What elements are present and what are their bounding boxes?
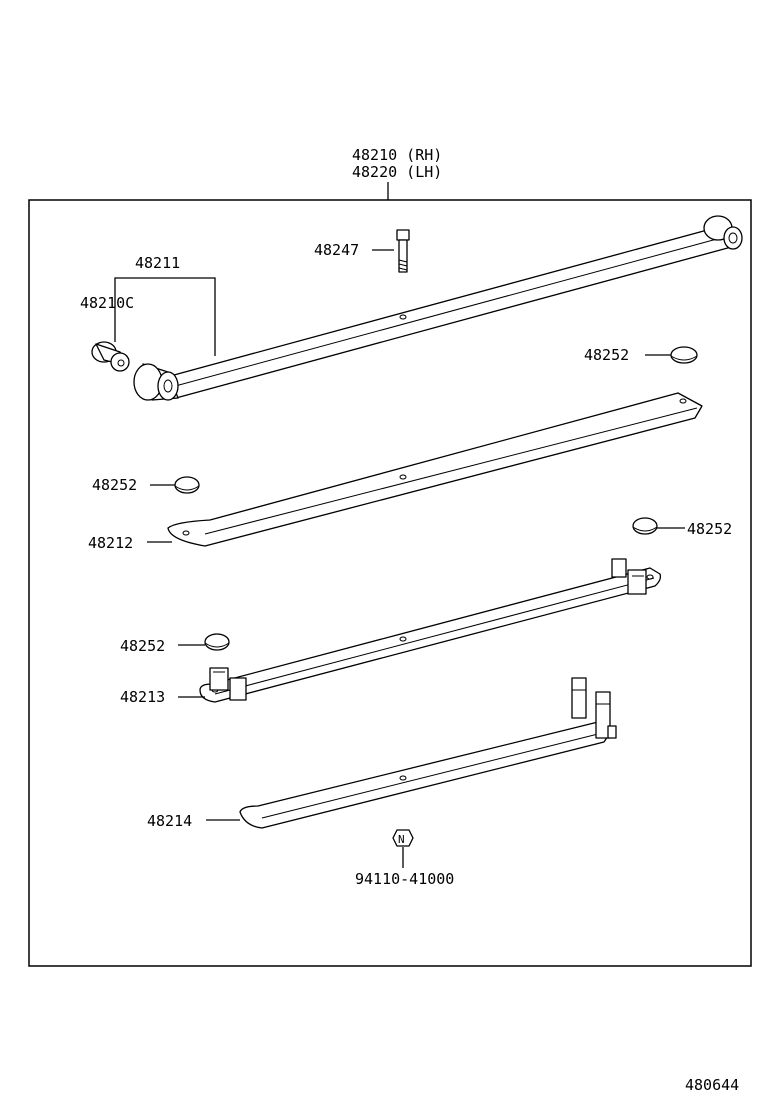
main-leaf-48211 <box>162 215 743 399</box>
left-eye-bushing <box>133 363 179 401</box>
insert-pad-48252-a <box>670 346 698 364</box>
diagram-frame <box>28 199 752 967</box>
leaf-48212 <box>167 392 703 547</box>
label-94110-41000: 94110-41000 <box>355 870 454 888</box>
label-48252-a: 48252 <box>584 346 629 364</box>
label-48252-d: 48252 <box>120 637 165 655</box>
leaf-48213 <box>199 558 662 703</box>
bushing-48210c <box>91 341 130 372</box>
n-mark: N <box>398 833 405 846</box>
label-48247: 48247 <box>314 241 359 259</box>
nut-94110-41000: N <box>392 829 414 847</box>
insert-pad-48252-d <box>204 633 230 651</box>
insert-pad-48252-c <box>632 517 658 535</box>
insert-pad-48252-b <box>174 476 200 494</box>
label-48252-b: 48252 <box>92 476 137 494</box>
center-bolt-48247 <box>396 229 410 273</box>
label-48210-rh: 48210 (RH) <box>352 146 442 164</box>
label-48252-c: 48252 <box>687 520 732 538</box>
label-48212: 48212 <box>88 534 133 552</box>
figure-code: 480644 <box>685 1076 739 1094</box>
leaf-48214 <box>239 677 617 829</box>
leader-48211 <box>114 277 216 356</box>
label-48220-lh: 48220 (LH) <box>352 163 442 181</box>
label-48213: 48213 <box>120 688 165 706</box>
label-48211: 48211 <box>135 254 180 272</box>
label-48210c: 48210C <box>80 294 134 312</box>
label-48214: 48214 <box>147 812 192 830</box>
